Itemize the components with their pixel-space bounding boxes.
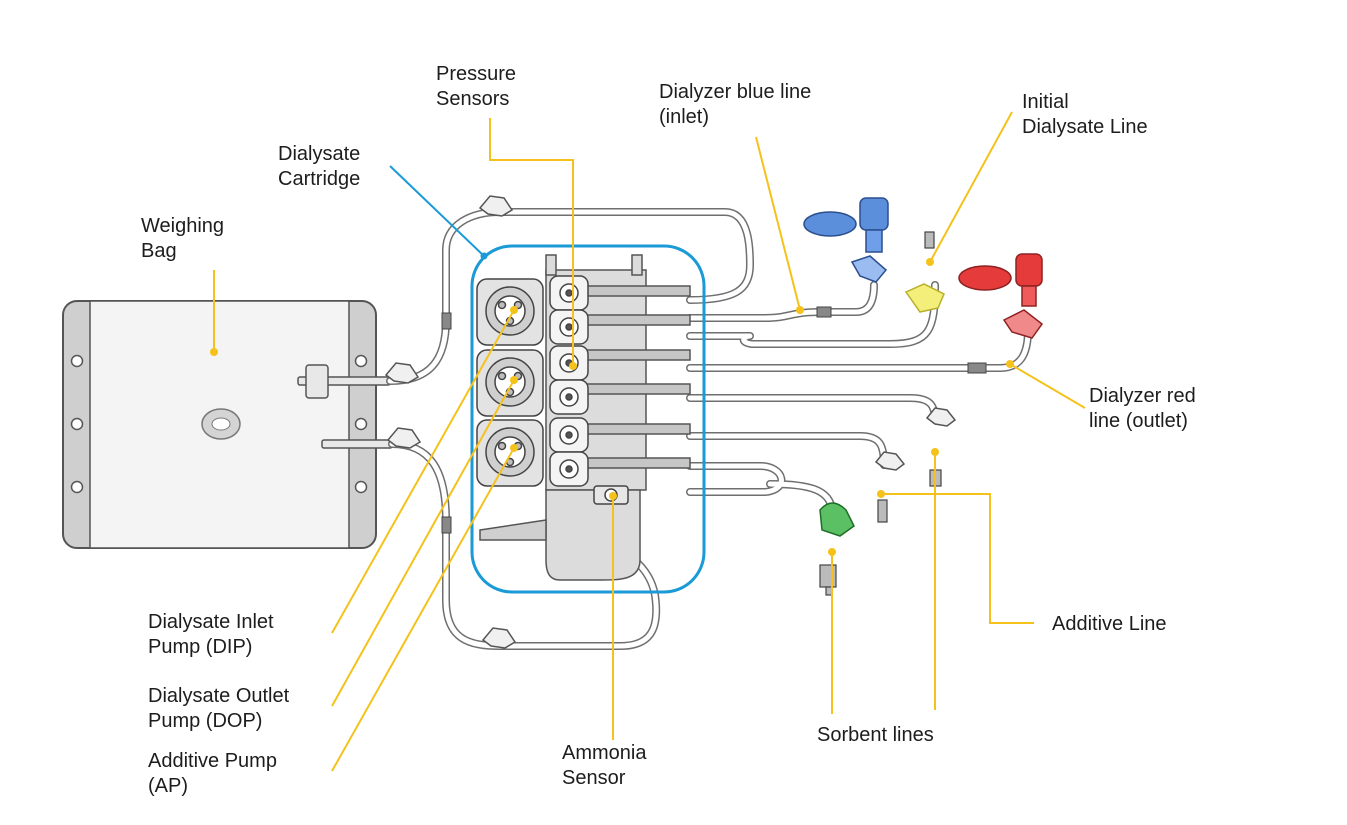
green-clamp — [819, 502, 855, 537]
weighing-bag-label: Weighing Bag — [141, 215, 225, 262]
tube-connectors — [441, 306, 987, 534]
weighing-bag — [62, 300, 377, 549]
leader-dots — [210, 258, 1014, 556]
ap-label: Additive Pump (AP) — [148, 750, 277, 797]
pump-heads — [476, 278, 544, 487]
blue-connector — [803, 197, 889, 283]
dip-label: Dialysate Inlet Pump (DIP) — [148, 611, 274, 658]
sorbent-lines-label: Sorbent lines — [817, 724, 934, 746]
pressure-sensors-label: Pressure Sensors — [436, 63, 517, 110]
dialyzer-red-line-label: Dialyzer red line (outlet) — [1089, 385, 1196, 432]
dip-pump-head — [476, 278, 544, 346]
dop-pump-head — [476, 349, 544, 417]
cartridge-ports — [549, 275, 589, 487]
dop-label: Dialysate Outlet Pump (DOP) — [148, 685, 290, 732]
dop-leader — [331, 379, 515, 707]
initial-dialysate-leader — [929, 111, 1013, 263]
ammonia-sensor-label: Ammonia Sensor — [562, 742, 647, 789]
dialysate-cartridge-outline — [470, 244, 706, 594]
roller-clamps — [384, 195, 957, 649]
dialysate-cartridge-label: Dialysate Cartridge — [278, 143, 361, 190]
dialyzer-blue-line-label: Dialyzer blue line (inlet) — [659, 81, 812, 128]
dialyzer-blue-leader — [755, 136, 801, 311]
dialyzer-red-leader — [1009, 363, 1086, 409]
initial-dialysate-line-label: Initial Dialysate Line — [1022, 91, 1148, 138]
additive-line-leader — [881, 493, 1034, 624]
leader-lines — [213, 111, 1086, 772]
yellow-clamp — [904, 283, 945, 313]
additive-line-label: Additive Line — [1052, 613, 1167, 635]
cartridge-leader-line — [389, 165, 485, 257]
red-connector — [958, 253, 1044, 339]
ap-leader — [331, 447, 515, 772]
dip-leader — [331, 309, 515, 634]
ap-pump-head — [476, 419, 544, 487]
pressure-sensors-leader — [489, 118, 574, 366]
